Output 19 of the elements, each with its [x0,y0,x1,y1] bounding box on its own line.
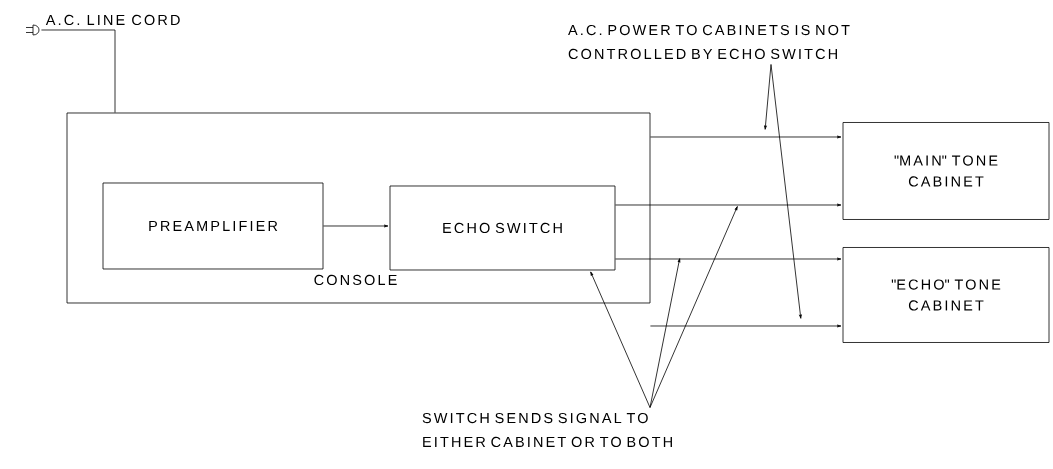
plug-icon [25,24,40,36]
process-box: ECHO SWITCH [389,185,616,271]
arrow [615,257,842,261]
leader-arrow [764,64,772,130]
note-text: SWITCH SENDS SIGNAL TO EITHER CABINET OR TO BOTH [422,412,672,448]
arrow [323,224,389,228]
cord-line [41,29,116,113]
cabinet-box: "ECHO" TONE CABINET [842,247,1050,343]
leader-arrow [649,258,681,408]
arrow [650,324,842,328]
cabinet-box: "MAIN" TONE CABINET [842,122,1050,220]
arrow [650,135,842,139]
note-text: A.C. POWER TO CABINETS IS NOT CONTROLLED BY ECHO SWITCH [568,24,850,60]
process-box: PREAMPLIFIER [102,182,324,270]
text: A.C. LINE CORD [45,14,180,26]
arrow [615,203,842,207]
leader-arrow [770,64,802,319]
leader-arrow [649,206,738,408]
leader-arrow [590,271,651,408]
